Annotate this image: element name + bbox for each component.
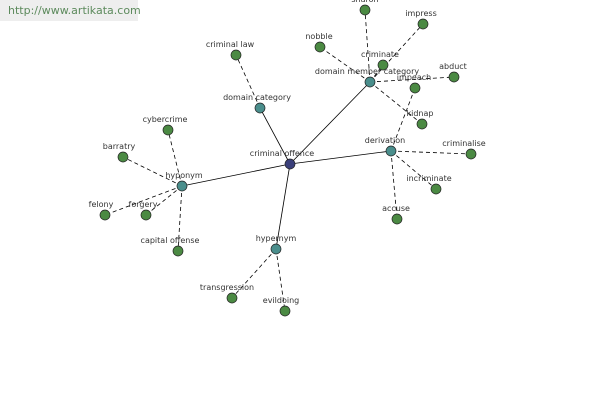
node-criminal-law[interactable] bbox=[230, 49, 242, 61]
edge-cybercrime bbox=[167, 129, 183, 187]
label-impeach[interactable]: impeach bbox=[397, 73, 431, 82]
edge-hypernym bbox=[275, 163, 291, 250]
edge-criminal-law bbox=[235, 54, 261, 109]
node-sharon[interactable] bbox=[359, 4, 371, 16]
label-derivation[interactable]: derivation bbox=[365, 136, 405, 145]
edge-sharon bbox=[364, 9, 371, 83]
label-forgery[interactable]: forgery bbox=[129, 200, 158, 209]
label-felony[interactable]: felony bbox=[89, 200, 114, 209]
node-impeach[interactable] bbox=[409, 82, 421, 94]
edge-evildoing bbox=[275, 248, 286, 312]
label-abduct[interactable]: abduct bbox=[439, 62, 467, 71]
label-transgression[interactable]: transgression bbox=[200, 283, 254, 292]
label-criminal-offence[interactable]: criminal offence bbox=[250, 149, 314, 158]
node-criminalise[interactable] bbox=[465, 148, 477, 160]
node-domain-member-category[interactable] bbox=[364, 76, 376, 88]
node-abduct[interactable] bbox=[448, 71, 460, 83]
label-domain-member-category[interactable]: domain member category bbox=[315, 67, 419, 76]
label-cybercrime[interactable]: cybercrime bbox=[143, 115, 188, 124]
node-hyponym[interactable] bbox=[176, 180, 188, 192]
edge-forgery bbox=[145, 185, 183, 216]
label-criminal-law[interactable]: criminal law bbox=[206, 40, 255, 49]
node-accuse[interactable] bbox=[391, 213, 403, 225]
label-criminate[interactable]: criminate bbox=[361, 50, 399, 59]
node-kidnap[interactable] bbox=[416, 118, 428, 130]
node-felony[interactable] bbox=[99, 209, 111, 221]
node-evildoing[interactable] bbox=[279, 305, 291, 317]
label-domain-category[interactable]: domain category bbox=[223, 93, 291, 102]
label-sharon[interactable]: sharon bbox=[351, 0, 378, 4]
label-kidnap[interactable]: kidnap bbox=[407, 109, 434, 118]
label-impress[interactable]: impress bbox=[405, 9, 436, 18]
edge-capital-offense bbox=[177, 185, 183, 252]
graph-nodes: criminal law sharon impress nobble criminate… bbox=[89, 0, 486, 317]
node-derivation[interactable] bbox=[385, 145, 397, 157]
node-cybercrime[interactable] bbox=[162, 124, 174, 136]
edge-hyponym bbox=[181, 163, 291, 187]
edge-criminalise bbox=[390, 150, 472, 155]
node-hypernym[interactable] bbox=[270, 243, 282, 255]
edge-nobble bbox=[319, 46, 371, 83]
edge-transgression bbox=[231, 248, 277, 299]
edge-domain-category bbox=[259, 107, 291, 165]
edge-incriminate bbox=[390, 150, 437, 190]
node-barratry[interactable] bbox=[117, 151, 129, 163]
edge-accuse bbox=[390, 150, 398, 220]
node-forgery[interactable] bbox=[140, 209, 152, 221]
edge-impeach bbox=[390, 87, 416, 152]
watermark-banner: http://www.artikata.com bbox=[0, 0, 141, 21]
graph-edges bbox=[104, 9, 472, 312]
edge-derivation bbox=[289, 150, 392, 165]
label-incriminate[interactable]: incriminate bbox=[406, 174, 451, 183]
node-transgression[interactable] bbox=[226, 292, 238, 304]
node-incriminate[interactable] bbox=[430, 183, 442, 195]
node-impress[interactable] bbox=[417, 18, 429, 30]
label-hyponym[interactable]: hyponym bbox=[165, 171, 203, 180]
label-barratry[interactable]: barratry bbox=[103, 142, 136, 151]
edge-abduct bbox=[369, 76, 455, 83]
edge-impress bbox=[369, 23, 424, 83]
node-nobble[interactable] bbox=[314, 41, 326, 53]
label-evildoing[interactable]: evildoing bbox=[263, 296, 299, 305]
label-nobble[interactable]: nobble bbox=[305, 32, 332, 41]
watermark-url[interactable]: http://www.artikata.com bbox=[8, 4, 141, 17]
node-criminal-offence[interactable] bbox=[284, 158, 296, 170]
label-accuse[interactable]: accuse bbox=[382, 204, 410, 213]
label-criminalise[interactable]: criminalise bbox=[442, 139, 486, 148]
node-criminate[interactable] bbox=[377, 59, 389, 71]
edge-domain-member-category bbox=[289, 81, 371, 165]
node-capital-offense[interactable] bbox=[172, 245, 184, 257]
label-capital-offense[interactable]: capital offense bbox=[141, 236, 200, 245]
edge-barratry bbox=[122, 156, 183, 187]
label-hypernym[interactable]: hypernym bbox=[256, 234, 297, 243]
node-domain-category[interactable] bbox=[254, 102, 266, 114]
